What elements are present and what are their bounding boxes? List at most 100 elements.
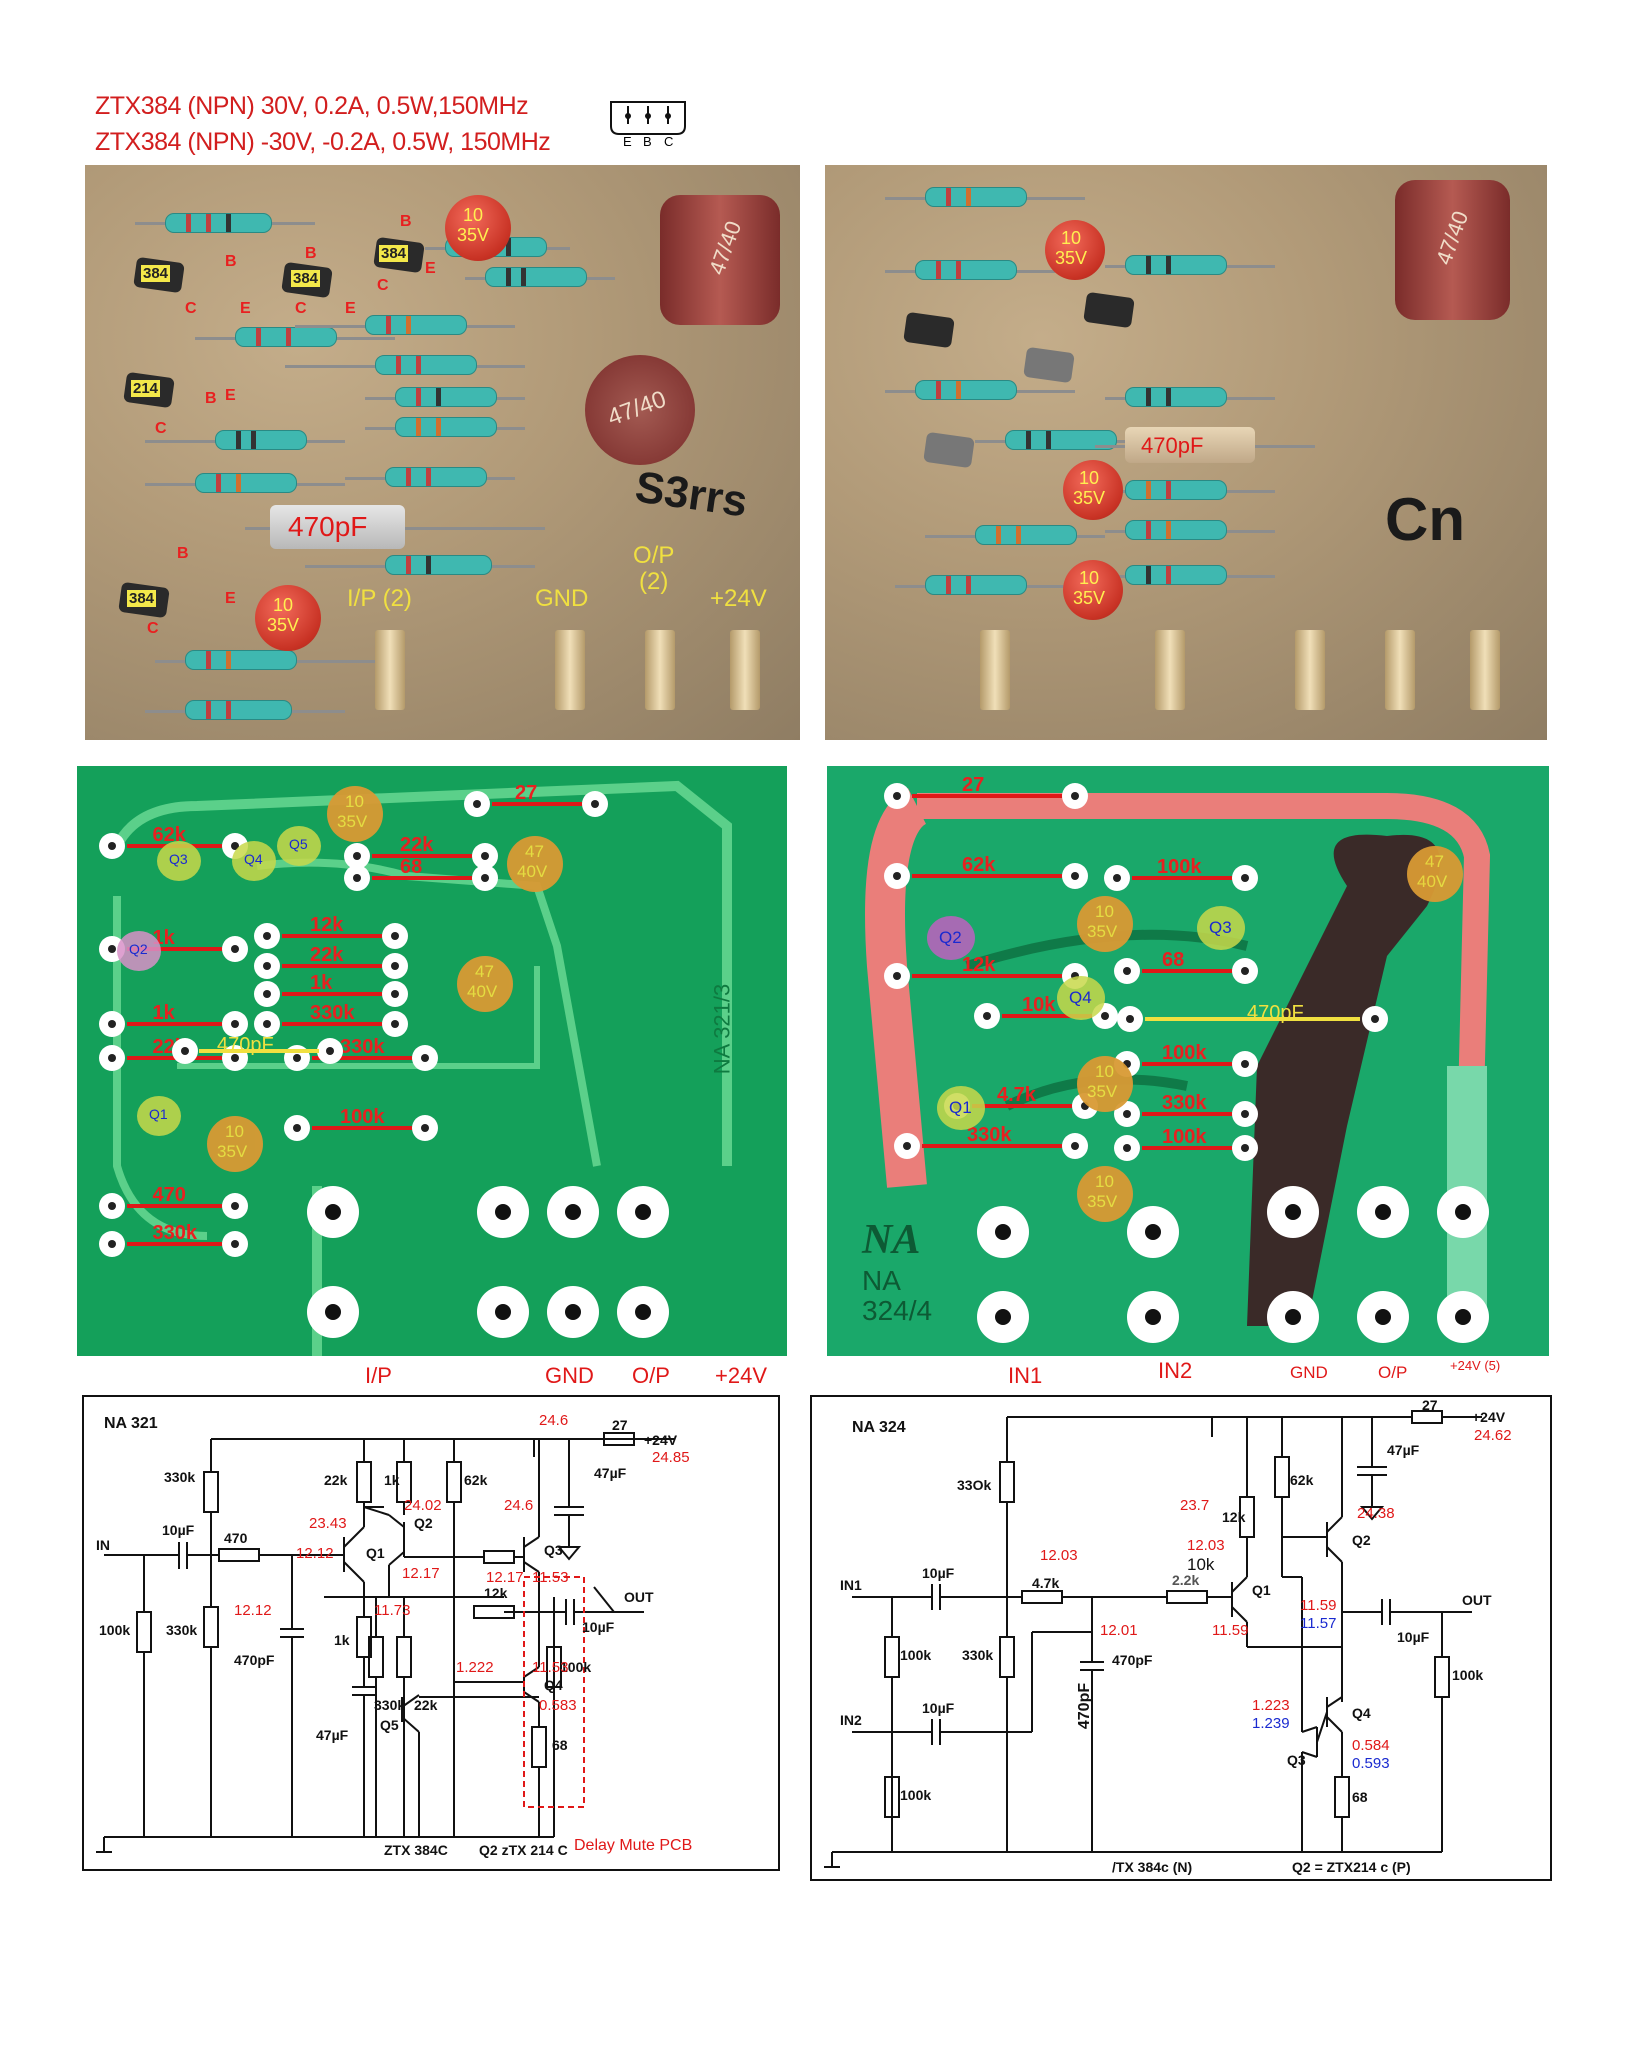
resistor-marker xyxy=(372,854,472,858)
resistor xyxy=(235,327,337,347)
capacitor-voltage: 35V xyxy=(1087,922,1118,941)
solder-pad xyxy=(464,791,490,817)
transistor-label: Q5 xyxy=(289,836,308,852)
solder-pad xyxy=(894,1133,920,1159)
voltage-label: 1.223 xyxy=(1252,1697,1290,1714)
resistor-label: 330k xyxy=(340,1036,385,1058)
resistor-label: 22k xyxy=(324,1472,348,1488)
resistor-marker xyxy=(282,964,382,968)
schematic-left: NA 321 IN OUT 330k 100k 330k 10µF 470 47… xyxy=(82,1395,780,1871)
capacitor-value: 10 xyxy=(345,792,364,811)
resistor-marker xyxy=(312,1126,412,1130)
transistor-label: Q2 xyxy=(1352,1532,1371,1548)
supply-label: +24V xyxy=(1472,1409,1506,1425)
transistor-pinout-icon: E B C xyxy=(605,96,691,150)
part-note: ZTX 384C xyxy=(384,1842,448,1858)
resistor-marker xyxy=(972,1104,1072,1108)
transistor-label: Q4 xyxy=(1352,1705,1371,1721)
resistor xyxy=(915,380,1017,400)
transistor-marker xyxy=(927,916,975,960)
transistor-label: 384 xyxy=(141,265,171,282)
terminal-pin xyxy=(1155,630,1185,710)
terminal-pad xyxy=(1267,1291,1319,1343)
solder-pad xyxy=(582,791,608,817)
terminal-label-ip: I/P (2) xyxy=(347,585,412,612)
capacitor-voltage: 40V xyxy=(1417,872,1448,891)
pcb-left-label-24v: +24V xyxy=(715,1363,767,1388)
terminal-pad xyxy=(1127,1291,1179,1343)
terminal-pad xyxy=(1437,1186,1489,1238)
resistor-label: 100k xyxy=(340,1106,385,1128)
film-cap-label: 470pF xyxy=(288,511,368,542)
film-cap-label: 470pF xyxy=(1247,1002,1304,1024)
header-line-2: ZTX384 (NPN) -30V, -0.2A, 0.5W, 150MHz xyxy=(95,128,551,156)
pin-e-label: E xyxy=(345,300,356,317)
transistor xyxy=(1023,346,1075,384)
transistor-label: Q2 xyxy=(129,941,148,957)
input-1-label: IN1 xyxy=(840,1577,862,1593)
voltage-label: 24.62 xyxy=(1474,1427,1512,1444)
solder-pad xyxy=(1232,865,1258,891)
resistor-label: 1k xyxy=(384,1472,400,1488)
capacitor-label: 47µF xyxy=(594,1465,627,1481)
capacitor-value: 47 xyxy=(1425,852,1444,871)
transistor-label: Q4 xyxy=(544,1677,563,1693)
resistor-marker xyxy=(1142,1112,1232,1116)
resistor-label: 100k xyxy=(1162,1042,1207,1064)
voltage-label: 1.239 xyxy=(1252,1715,1290,1732)
transistor-label: Q3 xyxy=(1287,1752,1306,1768)
resistor-marker xyxy=(1142,1146,1232,1150)
terminal-pad xyxy=(617,1286,669,1338)
pcb-right-label-op: O/P xyxy=(1378,1363,1408,1382)
voltage-label: 11.53 xyxy=(532,1659,569,1676)
photo-left-board: 470pF 384 384 384 214 384 B C E B C E B … xyxy=(85,165,800,740)
resistor-label: 62k xyxy=(1290,1472,1314,1488)
terminal-label-op: O/P (2) xyxy=(633,542,675,595)
terminal-pad xyxy=(307,1286,359,1338)
resistor-label: 62k xyxy=(962,854,996,876)
capacitor-label: 470pF xyxy=(1112,1652,1153,1668)
terminal-pad xyxy=(307,1186,359,1238)
resistor-label: 12k xyxy=(484,1585,508,1601)
input-2-label: IN2 xyxy=(840,1712,862,1728)
film-capacitor: 470pF xyxy=(270,505,405,549)
resistor-label: 330k xyxy=(374,1697,406,1713)
film-capacitor: 470pF xyxy=(1125,427,1255,463)
resistor xyxy=(925,187,1027,207)
voltage-label: 24.38 xyxy=(1357,1505,1395,1522)
voltage-label: 12.01 xyxy=(1100,1622,1138,1639)
pin-b-label: B xyxy=(225,253,237,270)
resistor-label: 62k xyxy=(152,824,186,846)
capacitor-label: 10µF xyxy=(922,1565,955,1581)
resistor-label: 330k xyxy=(310,1002,355,1024)
solder-pad xyxy=(1117,1006,1143,1032)
resistor-marker xyxy=(1132,876,1232,880)
transistor-marker xyxy=(937,1086,985,1130)
photo-right-board: 470pF 10 35V 10 35V 10 35V 47/40 Cn xyxy=(825,165,1547,740)
solder-pad xyxy=(1114,1135,1140,1161)
resistor-label: 470 xyxy=(152,1184,186,1206)
transistor-label: Q4 xyxy=(244,851,263,867)
terminal-label-gnd: GND xyxy=(535,585,589,612)
resistor-label: 12k xyxy=(1222,1509,1246,1525)
large-cap-label: 47/40 xyxy=(1430,207,1474,268)
schematic-right-wiring xyxy=(824,1410,1482,1868)
solder-pad xyxy=(172,1038,198,1064)
large-cap-label: 47/40 xyxy=(703,217,747,278)
resistor-label: 100k xyxy=(900,1787,932,1803)
input-label: IN xyxy=(96,1537,110,1553)
part-note: /TX 384c (N) xyxy=(1112,1859,1193,1875)
pcb-right-label-24v: +24V (5) xyxy=(1450,1358,1501,1373)
solder-pad xyxy=(344,865,370,891)
solder-pad xyxy=(1232,1101,1258,1127)
terminal-pad xyxy=(1437,1291,1489,1343)
solder-pad xyxy=(382,953,408,979)
solder-pad xyxy=(222,1193,248,1219)
electrolytic-capacitor: 10 35V xyxy=(445,195,511,261)
solder-pad xyxy=(884,783,910,809)
pcb-right-label-gnd: GND xyxy=(1290,1363,1328,1382)
terminal-pad xyxy=(477,1186,529,1238)
